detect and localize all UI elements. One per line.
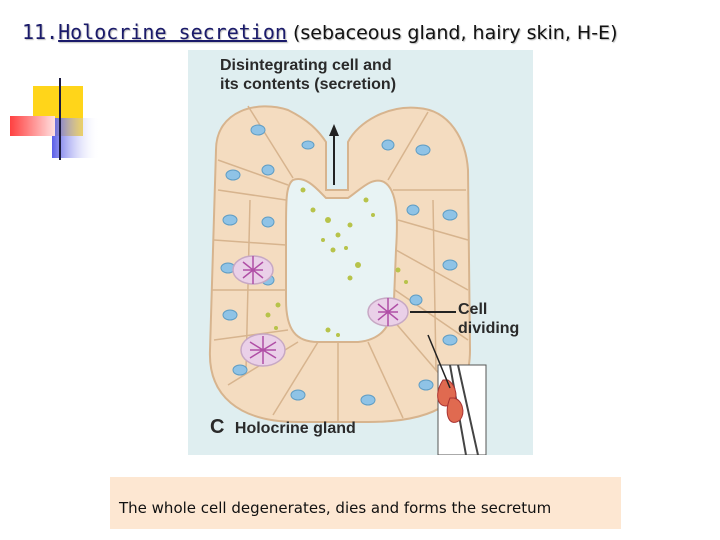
slide-title: 11.Holocrine secretion (sebaceous gland,… xyxy=(22,20,617,44)
label-cell-dividing: Cell dividing xyxy=(458,300,519,338)
mitotic-figures xyxy=(232,255,409,367)
panel-letter: C xyxy=(210,416,225,438)
slide-decoration xyxy=(10,78,665,160)
label-right-line2: dividing xyxy=(458,320,520,337)
gland-illustration xyxy=(208,105,487,455)
label-right-line1: Cell xyxy=(458,301,488,318)
panel-title: Holocrine gland xyxy=(234,420,356,437)
cell-nuclei xyxy=(220,124,458,406)
hair-follicle-inset xyxy=(427,334,487,455)
secretion-granules xyxy=(265,187,408,337)
label-top-line2: its contents (secretion) xyxy=(220,76,397,93)
label-top-line1: Disintegrating cell and xyxy=(220,57,392,74)
caption-text: The whole cell degenerates, dies and for… xyxy=(119,499,552,517)
holocrine-gland-figure: Disintegrating cell and its contents (se… xyxy=(188,50,533,455)
title-number: 11. xyxy=(22,20,59,44)
secretion-arrowhead xyxy=(329,124,339,136)
panel-label: C Holocrine gland xyxy=(210,416,356,438)
red-bar-decoration xyxy=(10,116,55,136)
caption-box: The whole cell degenerates, dies and for… xyxy=(110,477,621,529)
label-disintegrating-cell: Disintegrating cell and its contents (se… xyxy=(220,56,396,94)
title-main: Holocrine secretion xyxy=(58,20,287,44)
title-detail: (sebaceous gland, hairy skin, H-E) xyxy=(286,22,618,44)
